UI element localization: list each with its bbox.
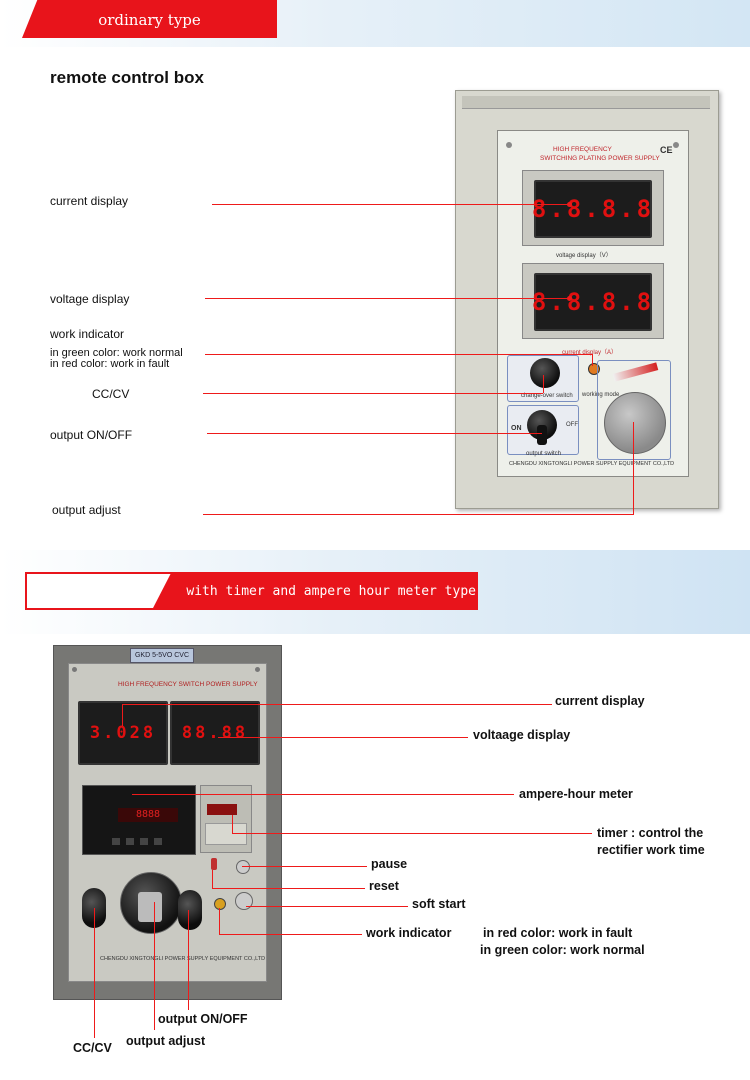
output-on-off-switch[interactable] [178, 890, 202, 930]
working-mode-caption: working mode [582, 392, 620, 398]
voltage-display-caption: voltage display（V） [556, 253, 612, 259]
leader-line [592, 354, 593, 366]
nameplate: GKD 5-5VO CVC [130, 648, 194, 663]
leader-line [212, 204, 570, 205]
soft-start-switch[interactable] [235, 892, 253, 910]
meter-button[interactable] [140, 838, 148, 845]
leader-line [205, 298, 570, 299]
label-work-indicator: work indicator [366, 926, 452, 940]
screw-icon [72, 667, 77, 672]
label-output-on-off: output ON/OFF [158, 1012, 248, 1026]
ce-mark: CE [660, 145, 673, 155]
label-green-normal: in green color: work normal [50, 347, 183, 359]
section1-tab-label: ordinary type [98, 11, 201, 29]
leader-line [207, 433, 542, 434]
panel-manufacturer: CHENGDU XINGTONGLI POWER SUPPLY EQUIPMEN… [509, 461, 675, 467]
leader-line [154, 902, 155, 1030]
leader-line [218, 737, 468, 738]
label-current-display: current display [555, 694, 645, 708]
label-reset: reset [369, 879, 399, 893]
label-timer-line1: timer : control the [597, 826, 704, 840]
timer-dial-switches[interactable] [205, 823, 247, 845]
panel-header-line2: SWITCHING PLATING POWER SUPPLY [540, 155, 660, 162]
leader-line [212, 870, 213, 888]
on-label: ON [511, 425, 522, 432]
leader-line [205, 354, 593, 355]
reset-button[interactable] [236, 860, 250, 874]
section2-tab-label: with timer and ampere hour meter type [186, 584, 476, 599]
label-work-indicator: work indicator [50, 327, 125, 341]
panel2-manufacturer: CHENGDU XINGTONGLI POWER SUPPLY EQUIPMEN… [100, 956, 266, 962]
leader-line [219, 908, 220, 934]
meter-button[interactable] [126, 838, 134, 845]
box-top-flap [462, 96, 710, 109]
current-display-caption: current display（A） [562, 350, 618, 356]
toggle-lever [537, 425, 547, 445]
leader-line [212, 888, 365, 889]
label-timer-line2: rectifier work time [597, 843, 705, 857]
cc-cv-switch[interactable] [530, 358, 560, 388]
leader-line [232, 815, 233, 833]
label-pause: pause [371, 857, 408, 871]
screw-icon [673, 142, 679, 148]
leader-dot [567, 202, 572, 207]
label-output-on-off: output ON/OFF [50, 428, 133, 442]
label-cc-cv: CC/CV [92, 387, 130, 401]
label-current-display: current display [50, 194, 129, 208]
change-over-caption: change-over switch [521, 393, 573, 399]
label-red-fault: in red color: work in fault [50, 358, 170, 370]
leader-dot [567, 296, 572, 301]
label-output-adjust: output adjust [126, 1034, 206, 1048]
label-red-fault: in red color: work in fault [483, 926, 633, 940]
leader-line [132, 794, 514, 795]
output-adjust-knob[interactable] [604, 392, 666, 454]
section2-tab: with timer and ampere hour meter type [152, 572, 478, 610]
meter-button[interactable] [112, 838, 120, 845]
section1-title: remote control box [50, 68, 204, 87]
pause-button[interactable] [211, 858, 217, 870]
label-ampere-hour-meter: ampere-hour meter [519, 787, 633, 801]
label-voltage-display: voltage display [50, 292, 130, 306]
label-output-adjust: output adjust [52, 503, 121, 517]
current-display-screen: 3.028 [78, 701, 168, 765]
adjust-knob-plate [597, 360, 671, 460]
voltage-display-screen: 88.88 [170, 701, 260, 765]
leader-line [246, 906, 408, 907]
label-voltage-display: voltaage display [473, 728, 571, 742]
leader-line [188, 910, 189, 1010]
label-green-normal: in green color: work normal [480, 943, 645, 957]
label-cc-cv: CC/CV [73, 1041, 112, 1055]
leader-line [122, 704, 552, 705]
leader-line [232, 833, 592, 834]
voltage-display-screen: 8.8.8.8 [532, 273, 652, 331]
section1-tab: ordinary type [22, 0, 277, 38]
knob-face [138, 892, 162, 922]
panel-header-line1: HIGH FREQUENCY [553, 146, 612, 153]
current-display-screen: 8.8.8.8 [532, 180, 652, 238]
label-soft-start: soft start [412, 897, 466, 911]
screw-icon [255, 667, 260, 672]
meter-readout: 8888 [118, 808, 178, 822]
leader-line [242, 866, 367, 867]
leader-line [203, 393, 543, 394]
screw-icon [506, 142, 512, 148]
leader-line [543, 375, 544, 393]
leader-line [94, 908, 95, 1038]
meter-button[interactable] [154, 838, 162, 845]
leader-line [219, 934, 362, 935]
leader-line [633, 422, 634, 514]
leader-line [122, 704, 123, 726]
output-switch-caption: output switch [526, 451, 562, 457]
work-indicator-lamp [214, 898, 226, 910]
timer-readout [207, 804, 237, 815]
leader-line [203, 514, 634, 515]
panel2-header: HIGH FREQUENCY SWITCH POWER SUPPLY [118, 681, 258, 688]
off-label: OFF [566, 422, 578, 428]
